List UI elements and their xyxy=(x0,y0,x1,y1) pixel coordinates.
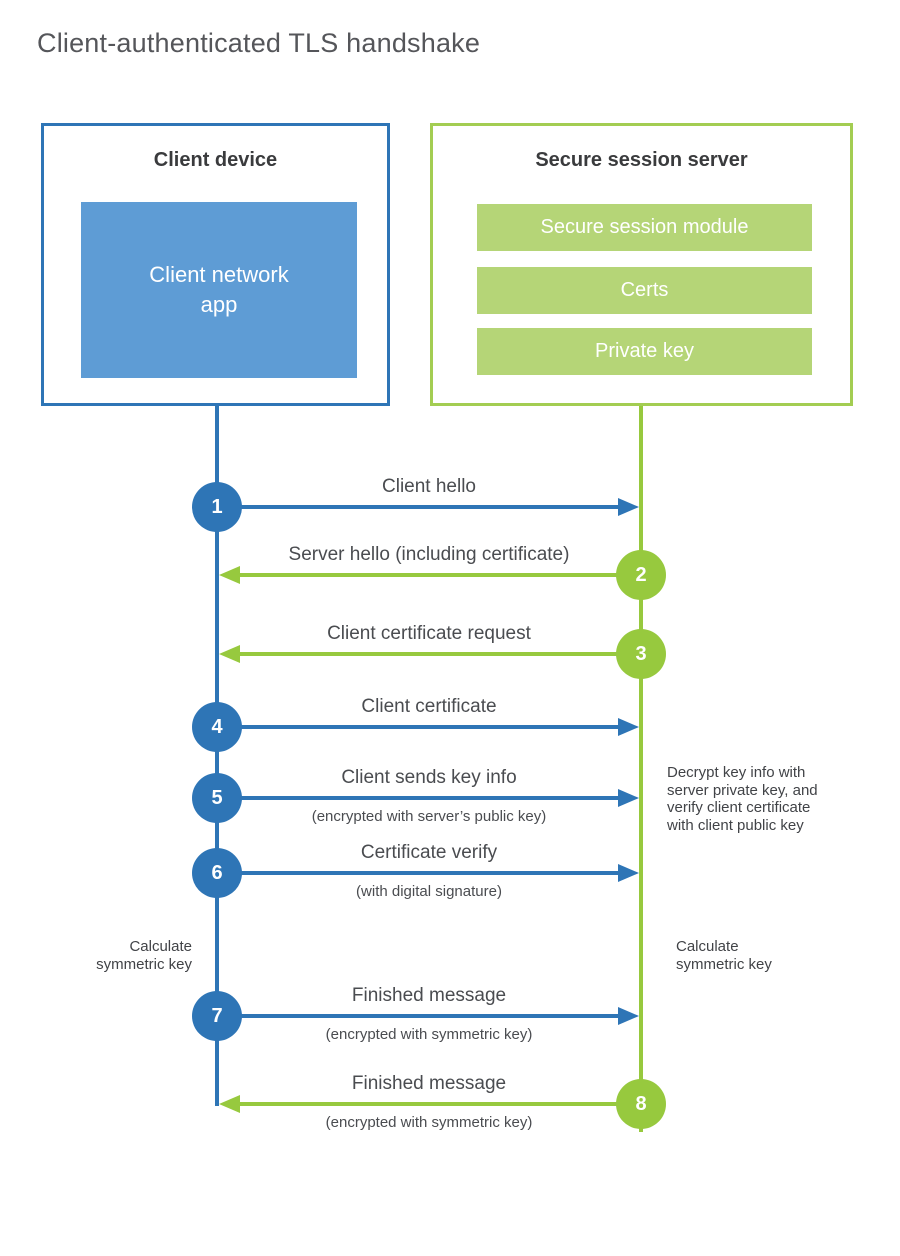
message-sublabel: (encrypted with server’s public key) xyxy=(311,808,547,825)
arrow-shaft xyxy=(240,1102,618,1106)
decrypt-key-info-note: Decrypt key info with server private key… xyxy=(667,764,842,834)
message-label: Finished message xyxy=(351,985,507,1006)
message-sublabel: (with digital signature) xyxy=(356,883,502,900)
note-line: with client public key xyxy=(667,816,804,834)
note-line: Calculate xyxy=(129,938,192,955)
message-label: Client hello xyxy=(382,476,476,497)
arrow-head-icon xyxy=(219,1095,240,1113)
secure-session-server-heading: Secure session server xyxy=(535,149,748,171)
arrow-shaft xyxy=(240,871,618,875)
arrow-head-icon xyxy=(219,566,240,584)
step-number-badge: 1 xyxy=(192,482,242,532)
step-number-badge: 2 xyxy=(616,550,666,600)
arrow-head-icon xyxy=(618,789,639,807)
arrow-head-icon xyxy=(618,498,639,516)
page-title: Client-authenticated TLS handshake xyxy=(37,28,481,58)
secure-session-server-box: Secure session server Secure session mod… xyxy=(430,123,853,406)
client-device-box: Client device Client network app xyxy=(41,123,390,406)
message-label: Client certificate request xyxy=(327,623,531,644)
server-module-secure-session: Secure session module xyxy=(477,204,812,251)
message-label: Client certificate xyxy=(361,696,497,717)
message-label: Client sends key info xyxy=(341,767,517,788)
arrow-shaft xyxy=(240,1014,618,1018)
step-number-badge: 7 xyxy=(192,991,242,1041)
client-lifeline xyxy=(215,406,219,1106)
message-label: Server hello (including certificate) xyxy=(288,544,570,565)
arrow-head-icon xyxy=(618,1007,639,1025)
arrow-shaft xyxy=(240,652,618,656)
client-network-app-label: Client network app xyxy=(149,262,289,317)
client-device-heading: Client device xyxy=(153,149,278,171)
server-module-private-key: Private key xyxy=(477,328,812,375)
arrow-shaft xyxy=(240,505,618,509)
step-number-badge: 6 xyxy=(192,848,242,898)
note-line: symmetric key xyxy=(96,955,192,973)
message-sublabel: (encrypted with symmetric key) xyxy=(325,1114,533,1131)
arrow-shaft xyxy=(240,725,618,729)
note-line: server private key, and xyxy=(667,781,818,799)
server-module-certs: Certs xyxy=(477,267,812,314)
arrow-shaft xyxy=(240,796,618,800)
message-label: Certificate verify xyxy=(360,842,498,863)
arrow-head-icon xyxy=(219,645,240,663)
note-line: verify client certificate xyxy=(667,799,811,816)
step-number-badge: 5 xyxy=(192,773,242,823)
note-line: Decrypt key info with xyxy=(667,764,806,781)
note-line: symmetric key xyxy=(676,955,772,973)
arrow-head-icon xyxy=(618,864,639,882)
step-number-badge: 3 xyxy=(616,629,666,679)
step-number-badge: 4 xyxy=(192,702,242,752)
calculate-symmetric-key-note-server: Calculate symmetric key xyxy=(676,938,826,973)
message-label: Finished message xyxy=(351,1073,507,1094)
arrow-shaft xyxy=(240,573,618,577)
server-lifeline xyxy=(639,406,643,1132)
step-number-badge: 8 xyxy=(616,1079,666,1129)
message-sublabel: (encrypted with symmetric key) xyxy=(325,1026,533,1043)
note-line: Calculate xyxy=(676,938,739,955)
arrow-head-icon xyxy=(618,718,639,736)
client-network-app-module: Client network app xyxy=(81,202,357,378)
calculate-symmetric-key-note-client: Calculate symmetric key xyxy=(42,938,192,973)
